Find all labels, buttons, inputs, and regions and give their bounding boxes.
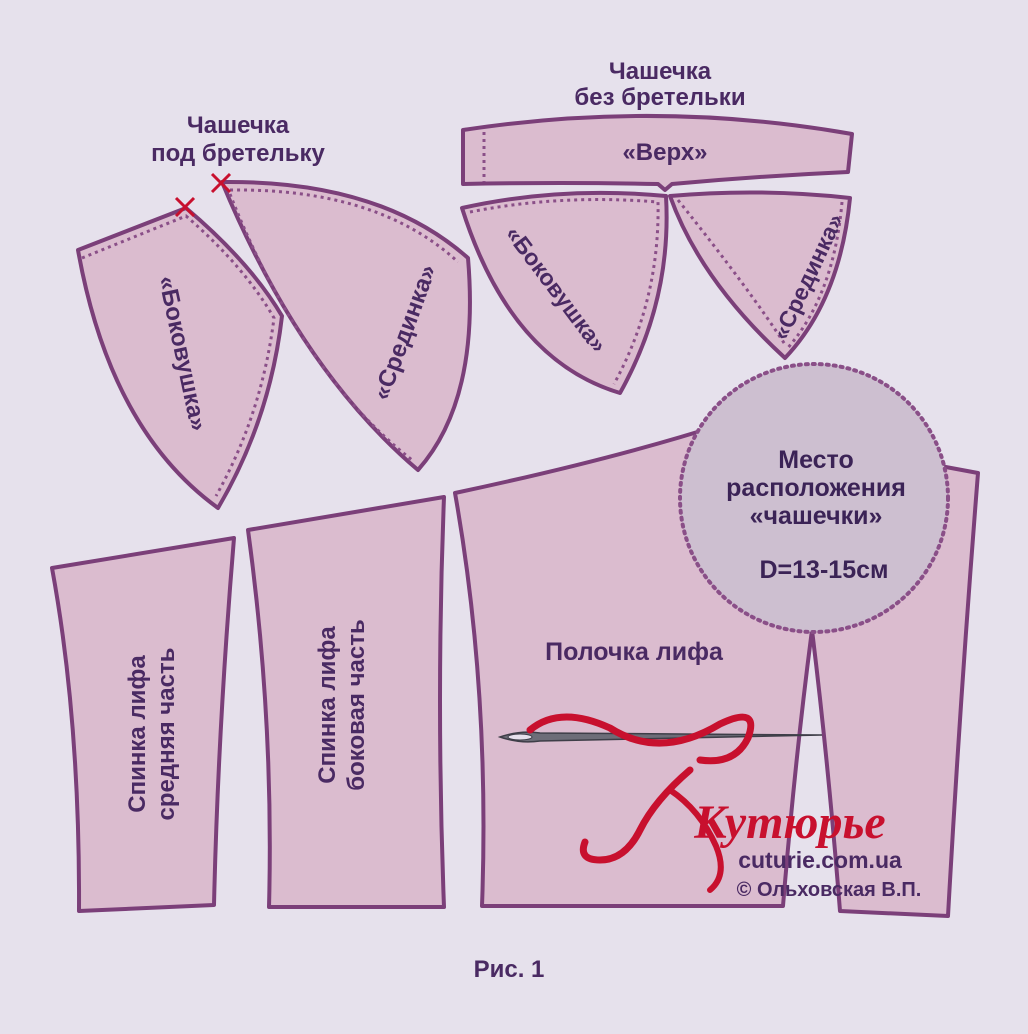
back-middle-piece: Спинка лифа средняя часть (50, 536, 236, 913)
logo-site: cuturie.com.ua (738, 847, 902, 873)
cup-strapless-middle-piece: «Срединка» (668, 190, 852, 360)
cup-placement-circle: Место расположения «чашечки» D=13-15см (678, 362, 950, 634)
front-bodice-label: Полочка лифа (545, 638, 724, 666)
cup-strap-side-piece: «Боковушка» (76, 206, 284, 510)
logo-word: Кутюрье (693, 796, 885, 849)
cup-strapless-title-line2: без бретельки (574, 84, 745, 111)
thread-swirl-icon (526, 713, 755, 893)
cup-top-piece: «Верх» (461, 113, 854, 192)
cup-place-line1: Место (778, 446, 854, 474)
cup-place-diameter: D=13-15см (760, 556, 889, 584)
figure-caption: Рис. 1 (474, 956, 545, 983)
cup-strap-title-line2: под бретельку (151, 140, 325, 167)
cup-strapless-title-line1: Чашечка (609, 58, 712, 85)
cup-place-line2: расположения (726, 474, 906, 502)
cross-marker-icon (174, 196, 196, 218)
cup-strap-middle-piece: «Срединка» (220, 179, 472, 472)
back-side-label-line1: Спинка лифа (314, 626, 341, 784)
cross-marker-icon (210, 172, 232, 194)
cup-strap-title-line1: Чашечка (187, 112, 290, 139)
needle-icon (497, 731, 823, 743)
back-side-label-line2: боковая часть (343, 619, 370, 790)
logo: Кутюрье cuturie.com.ua © Ольховская В.П. (497, 713, 922, 901)
back-side-piece: Спинка лифа боковая часть (246, 495, 446, 909)
back-middle-label-line2: средняя часть (153, 648, 180, 821)
cup-place-line3: «чашечки» (750, 502, 883, 530)
logo-copyright: © Ольховская В.П. (737, 879, 922, 901)
cup-strapless-side-piece: «Боковушка» (460, 190, 669, 395)
cup-top-label: «Верх» (622, 139, 707, 166)
back-middle-label-line1: Спинка лифа (124, 655, 151, 813)
